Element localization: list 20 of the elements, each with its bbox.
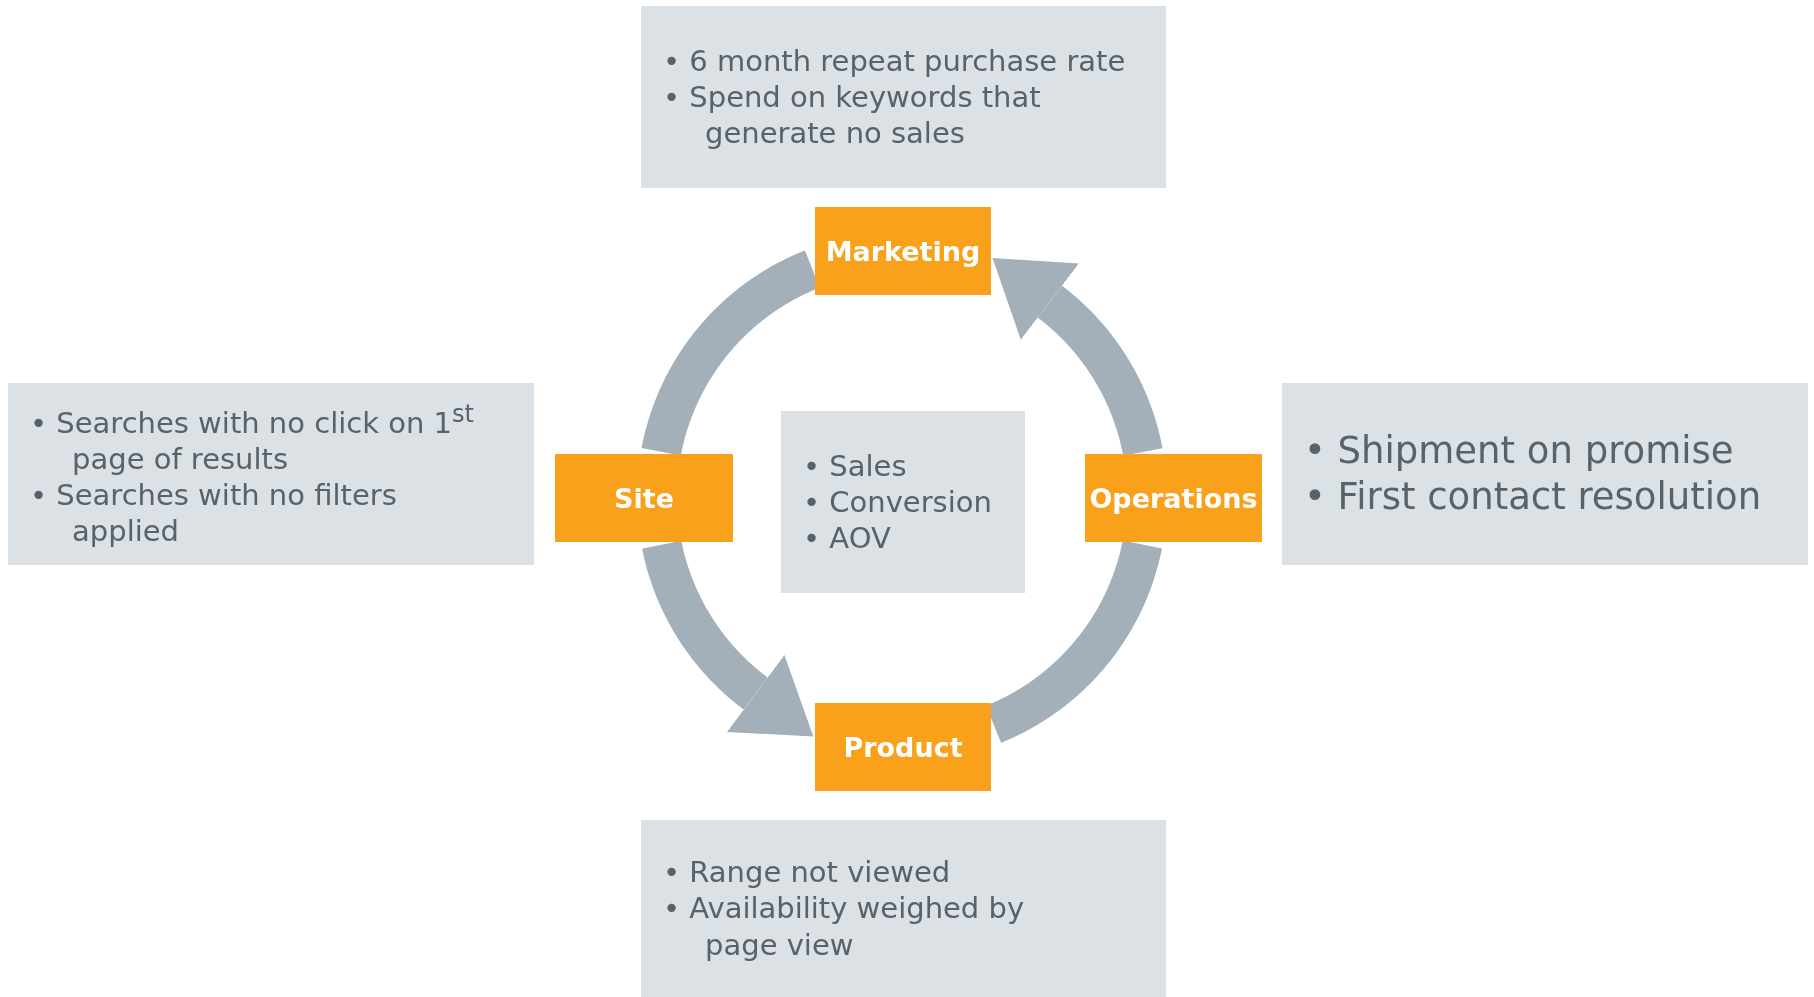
metric-item: • Spend on keywords that generate no sales [663,78,1042,152]
stage-label-box: Product [815,703,991,791]
stage-label-box: Site [555,454,733,542]
metric-item: • Range not viewed [663,854,952,891]
metric-item: • 6 month repeat purchase rate [663,42,1127,79]
stage-label-box: Operations [1085,454,1262,542]
metric-item: • Sales [803,447,908,484]
metrics-panel [8,383,534,565]
metric-item: • Searches with no click on 1$^{st}$ page of results [30,398,476,477]
stage-label-box: Marketing [815,207,991,295]
metric-item: • First contact resolution [1304,474,1762,520]
metrics-panel [641,6,1166,188]
metrics-panel [781,411,1025,593]
metric-item: • Availability weighed by page view [663,890,1026,963]
metric-item: • Searches with no filters applied [30,476,398,550]
metric-item: • Conversion [803,483,993,521]
metric-item: • Shipment on promise [1304,427,1735,474]
metrics-panel [641,820,1166,997]
metric-item: • AOV [803,520,892,557]
metrics-panel [1282,383,1808,565]
